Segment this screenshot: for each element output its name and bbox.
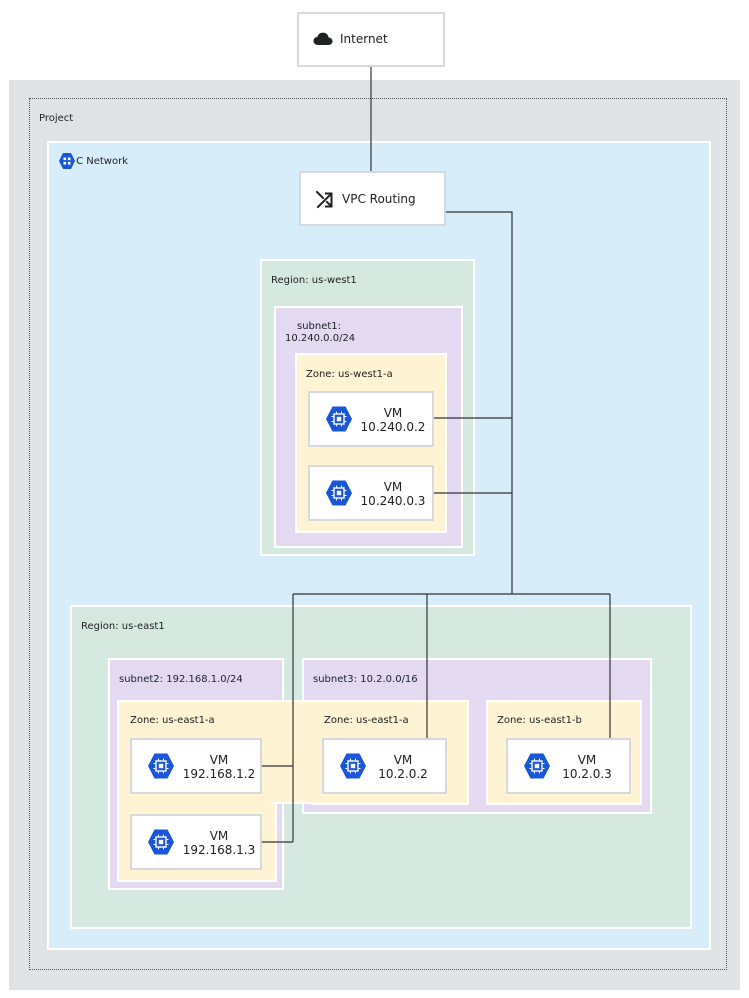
vpc-routing-node[interactable]: VPC Routing xyxy=(299,171,446,226)
vm-card-192-168-1-3[interactable]: VM 192.168.1.3 xyxy=(130,814,262,870)
compute-engine-icon xyxy=(524,753,550,779)
vm-title: VM xyxy=(393,753,413,767)
subnet1-label-line1: subnet1: xyxy=(297,321,342,332)
zone-us-east1-b-label: Zone: us-east1-b xyxy=(497,715,582,726)
internet-label: Internet xyxy=(340,32,388,46)
subnet2-label: subnet2: 192.168.1.0/24 xyxy=(119,674,243,685)
internet-node[interactable]: Internet xyxy=(297,12,445,67)
region-us-east1-label: Region: us-east1 xyxy=(81,621,165,632)
vm-ip: 10.2.0.3 xyxy=(562,767,612,781)
compute-engine-icon xyxy=(326,480,352,506)
subnet1-label-line2: 10.240.0.0/24 xyxy=(285,333,356,344)
zone-us-west1-a-label: Zone: us-west1-a xyxy=(306,369,393,380)
zone-us-east1-a-label-1: Zone: us-east1-a xyxy=(130,715,215,726)
vm-card-10-2-0-3[interactable]: VM 10.2.0.3 xyxy=(506,738,631,794)
compute-engine-icon xyxy=(148,829,174,855)
project-label: Project xyxy=(39,113,74,124)
cloud-icon xyxy=(313,32,333,45)
vpc-routing-label: VPC Routing xyxy=(342,192,416,206)
wire-routing-trunk xyxy=(445,211,513,594)
compute-engine-icon xyxy=(340,753,366,779)
shuffle-icon xyxy=(315,190,333,209)
project-dotted-border xyxy=(29,98,727,970)
compute-engine-icon xyxy=(326,406,352,432)
vm-title: VM xyxy=(383,406,403,420)
vm-title: VM xyxy=(577,753,597,767)
vm-ip: 10.2.0.2 xyxy=(378,767,428,781)
vm-title: VM xyxy=(209,753,229,767)
vm-card-10-240-0-3[interactable]: VM 10.240.0.3 xyxy=(308,465,434,521)
vpc-network-label: VPC Network xyxy=(76,156,128,167)
vm-ip: 10.240.0.3 xyxy=(360,494,426,508)
vm-card-192-168-1-2[interactable]: VM 192.168.1.2 xyxy=(130,738,262,794)
subnet3-label: subnet3: 10.2.0.0/16 xyxy=(313,674,418,685)
vm-ip: 192.168.1.2 xyxy=(182,767,256,781)
vm-card-10-240-0-2[interactable]: VM 10.240.0.2 xyxy=(308,391,434,447)
compute-engine-icon xyxy=(148,753,174,779)
zone-us-east1-a-label-2: Zone: us-east1-a xyxy=(324,715,409,726)
vm-card-10-2-0-2[interactable]: VM 10.2.0.2 xyxy=(322,738,447,794)
vm-ip: 192.168.1.3 xyxy=(182,843,256,857)
region-us-west1-label: Region: us-west1 xyxy=(271,275,357,286)
vm-title: VM xyxy=(383,480,403,494)
vpc-network-icon xyxy=(59,153,75,169)
vm-title: VM xyxy=(209,829,229,843)
vm-ip: 10.240.0.2 xyxy=(360,420,426,434)
